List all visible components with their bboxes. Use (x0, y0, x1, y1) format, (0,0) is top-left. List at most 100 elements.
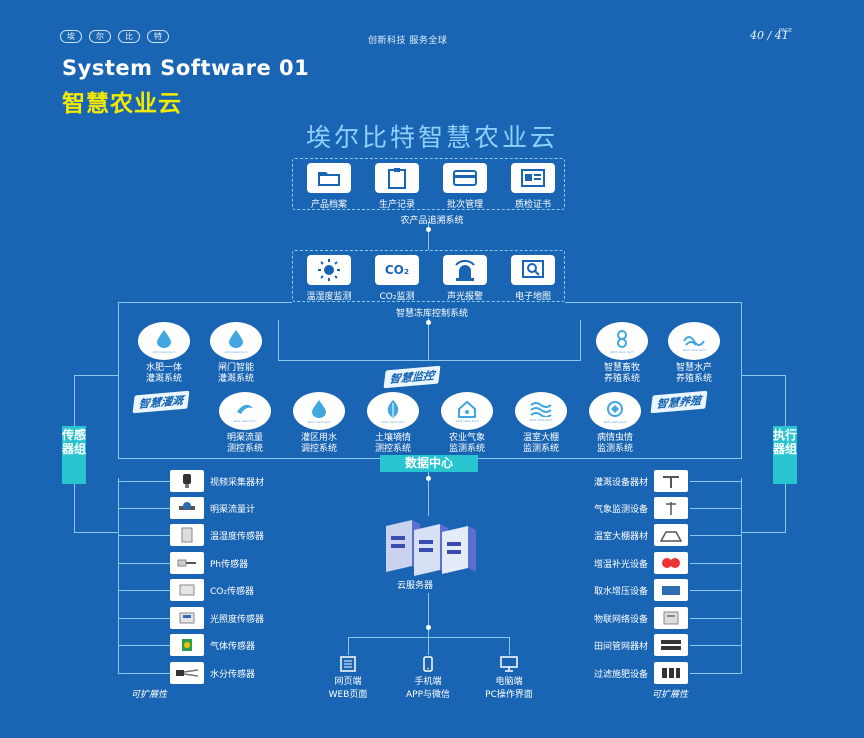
tile-alarm[interactable]: 声光报警 (432, 255, 498, 302)
connector-line (428, 222, 429, 250)
pipe-icon (654, 634, 688, 656)
tile-label: 质检证书 (514, 200, 551, 210)
tag-irrigation: 智慧灌溉 (132, 390, 190, 414)
system-label: 灌区用水 调控系统 (300, 433, 337, 454)
tile-quality-certificate[interactable]: 质检证书 (500, 163, 566, 210)
system-water-fertilizer[interactable]: elbit xianli tech 水肥一体 灌溉系统 (126, 322, 202, 385)
actuator-item[interactable]: 田间管网器材 (562, 634, 688, 656)
system-soil-moisture[interactable]: elbit xianli tech 土壤墒情 测控系统 (355, 392, 431, 455)
co2-glyph: CO₂ (384, 263, 410, 277)
system-channel-flow[interactable]: elbit xianli tech 明渠流量 测控系统 (207, 392, 283, 455)
system-irrigation-water[interactable]: elbit xianli tech 灌区用水 调控系统 (281, 392, 357, 455)
system-gate-irrigation[interactable]: elbit xianli tech 闸门智能 灌溉系统 (198, 322, 274, 385)
page-title-en: System Software 01 (62, 56, 310, 80)
system-livestock[interactable]: elbit xianli tech 智慧畜牧 养殖系统 (584, 322, 660, 385)
tile-temp-humidity[interactable]: 温湿度监测 (296, 255, 362, 302)
system-pest[interactable]: elbit xianli tech 病情虫情 监测系统 (577, 392, 653, 455)
system-greenhouse[interactable]: elbit xianli tech 温室大棚 监测系统 (503, 392, 579, 455)
actuator-item[interactable]: 取水增压设备 (562, 579, 688, 601)
logo-caption: elbit xianli tech (610, 349, 634, 354)
sensor-item[interactable]: 温湿度传感器 (170, 524, 264, 546)
tile-label: 电子地图 (514, 292, 551, 302)
clipboard-icon (375, 163, 419, 193)
tile-label: 温湿度监测 (306, 292, 352, 302)
co2-icon: CO₂ (375, 255, 419, 285)
sun-icon (307, 255, 351, 285)
tick (118, 481, 170, 482)
tick (690, 508, 742, 509)
actuator-item[interactable]: 温室大棚器材 (562, 524, 688, 546)
map-icon (511, 255, 555, 285)
terminal-line (509, 637, 510, 655)
actuator-item[interactable]: 增温补光设备 (562, 552, 688, 574)
tag-breeding: 智慧养殖 (650, 390, 708, 414)
terminal-desc: WEB页面 (328, 690, 368, 700)
sensor-item[interactable]: Ph传感器 (170, 552, 248, 574)
heater-icon (654, 552, 688, 574)
sensor-label: 水分传感器 (210, 669, 256, 680)
terminal-line (348, 637, 349, 655)
system-label: 智慧畜牧 养殖系统 (603, 363, 640, 384)
system-aquaculture[interactable]: elbit xianli tech 智慧水产 养殖系统 (656, 322, 732, 385)
traceability-system-label: 农产品追溯系统 (400, 216, 464, 226)
terminal-web[interactable]: 网页端 WEB页面 (303, 656, 393, 700)
connector-dot (426, 476, 431, 481)
sensor-item[interactable]: 光照度传感器 (170, 607, 264, 629)
sensor-box-icon (170, 524, 204, 546)
tile-batch-management[interactable]: 批次管理 (432, 163, 498, 210)
actuator-label: 灌溉设备器材 (593, 477, 648, 488)
sensor-label: 光照度传感器 (210, 614, 265, 625)
system-weather[interactable]: elbit xianli tech 农业气象 监测系统 (429, 392, 505, 455)
water-drop-icon: elbit xianli tech (293, 392, 345, 430)
shield-icon: elbit xianli tech (589, 392, 641, 430)
logo-caption: elbit xianli tech (381, 419, 405, 424)
sensor-box-icon (170, 607, 204, 629)
actuator-item[interactable]: 过滤施肥设备 (562, 662, 688, 684)
sensor-label: 视频采集器材 (210, 477, 265, 488)
system-label: 水肥一体 灌溉系统 (145, 363, 182, 384)
expandability-left: 可扩展性 (131, 690, 168, 700)
side-line (741, 375, 785, 376)
tick (690, 563, 742, 564)
water-drop-icon: elbit xianli tech (138, 322, 190, 360)
water-drop-icon: elbit xianli tech (210, 322, 262, 360)
actuator-item[interactable]: 灌溉设备器材 (562, 470, 688, 492)
sensor-group-label: 传感器组 (62, 426, 86, 484)
alarm-icon (443, 255, 487, 285)
actuator-label: 气象监测设备 (593, 504, 648, 515)
sensor-item[interactable]: 视频采集器材 (170, 470, 264, 492)
brand-char: 尔 (89, 30, 111, 43)
tick (690, 618, 742, 619)
frame-line (278, 320, 279, 360)
sensor-item[interactable]: CO₂传感器 (170, 579, 254, 601)
tick (118, 590, 170, 591)
tick (690, 535, 742, 536)
tile-product-archive[interactable]: 产品档案 (296, 163, 362, 210)
tile-map[interactable]: 电子地图 (500, 255, 566, 302)
actuator-label: 物联网络设备 (593, 614, 648, 625)
pc-icon (500, 656, 518, 672)
slogan: 创新科技 服务全球 (368, 36, 448, 46)
page-numbers: 40 / 41 (750, 29, 789, 42)
sensor-item[interactable]: 水分传感器 (170, 662, 255, 684)
actuator-item[interactable]: 气象监测设备 (562, 497, 688, 519)
leaf-icon: elbit xianli tech (367, 392, 419, 430)
sensor-item[interactable]: 明渠流量计 (170, 497, 255, 519)
tile-co2[interactable]: CO₂ CO₂监测 (364, 255, 430, 302)
terminal-pc[interactable]: 电脑端 PC操作界面 (464, 656, 554, 700)
actuator-item[interactable]: 物联网络设备 (562, 607, 688, 629)
system-label: 明渠流量 测控系统 (226, 433, 263, 454)
tag-monitoring: 智慧监控 (383, 365, 441, 389)
sensor-item[interactable]: 气体传感器 (170, 634, 255, 656)
livestock-icon: elbit xianli tech (596, 322, 648, 360)
system-label: 农业气象 监测系统 (448, 433, 485, 454)
cold-storage-system-label: 智慧冻库控制系统 (395, 309, 468, 319)
tile-production-record[interactable]: 生产记录 (364, 163, 430, 210)
terminal-phone[interactable]: 手机端 APP与微信 (383, 656, 473, 700)
network-device-icon (654, 607, 688, 629)
certificate-icon (511, 163, 555, 193)
logo-caption: elbit xianli tech (152, 349, 176, 354)
actuator-label: 田间管网器材 (593, 641, 648, 652)
logo-caption: elbit xianli tech (307, 419, 331, 424)
tile-label: CO₂监测 (379, 292, 415, 302)
